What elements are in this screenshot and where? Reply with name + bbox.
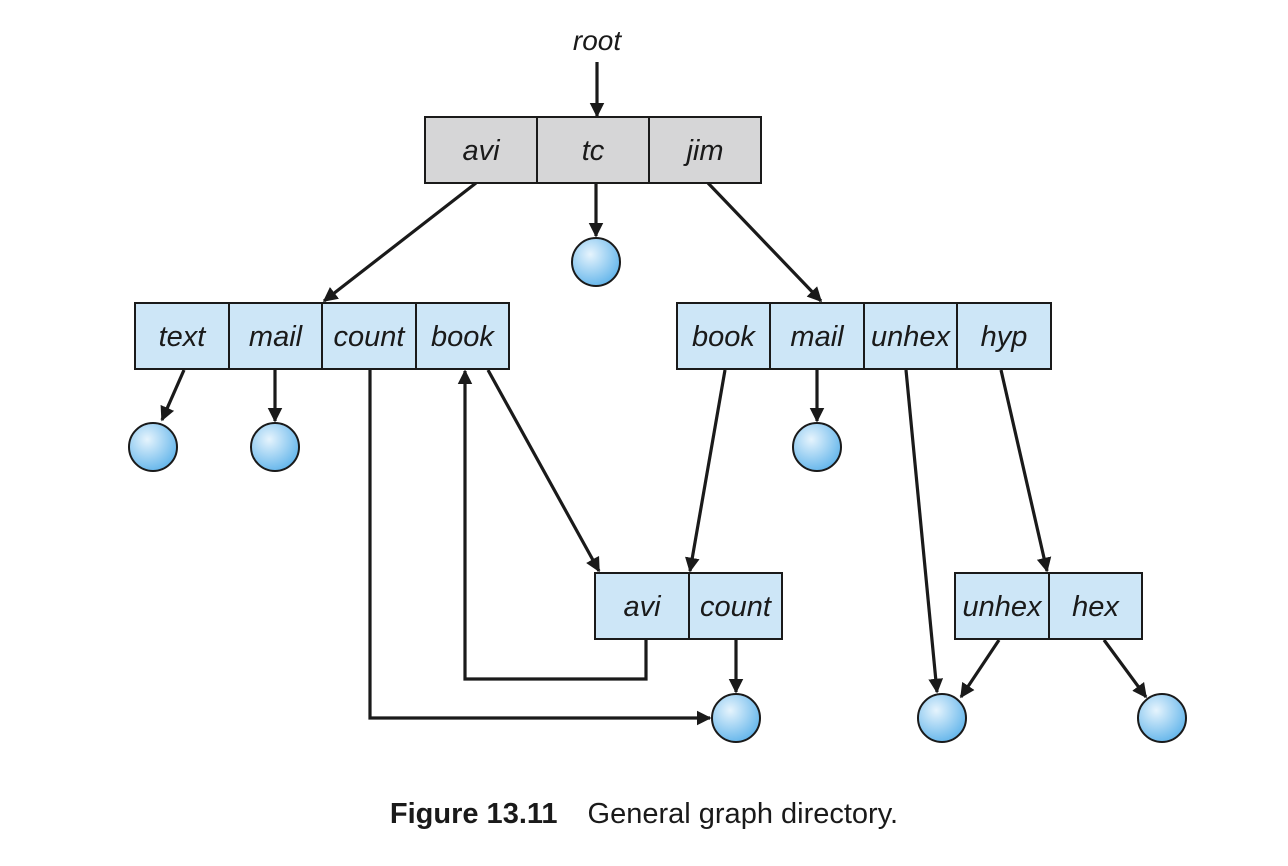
entry-cell-jim-hyp xyxy=(956,302,1052,370)
figure-caption: Figure 13.11 General graph directory. xyxy=(0,798,1288,831)
entry-label-hyp-hex: hex xyxy=(1072,591,1120,623)
file-node-shared-count xyxy=(711,693,761,743)
root-label: root xyxy=(573,25,622,56)
entry-label-jim-mail: mail xyxy=(790,321,845,353)
entry-cell-avi-mail xyxy=(228,302,323,370)
entry-label-root-tc: tc xyxy=(582,135,605,167)
edge-shared-avi-back-to-avi-book xyxy=(457,369,648,681)
edge-avi-book-to-shared-dir xyxy=(486,369,601,573)
entry-label-avi-text: text xyxy=(159,321,208,353)
directory-shared: avi count xyxy=(594,572,783,640)
file-node-hex xyxy=(1137,693,1187,743)
entry-cell-avi-count xyxy=(321,302,417,370)
entry-label-jim-book: book xyxy=(692,321,756,353)
entry-cell-hyp-hex xyxy=(1048,572,1143,640)
directory-hyp: unhex hex xyxy=(954,572,1143,640)
edge-jim-book-to-shared-dir xyxy=(685,369,727,573)
entry-label-avi-book: book xyxy=(431,321,495,353)
edge-root-jim-to-jim-dir xyxy=(706,181,823,303)
entry-label-avi-mail: mail xyxy=(249,321,304,353)
entry-label-shared-avi: avi xyxy=(623,591,662,623)
edges xyxy=(160,62,1148,726)
entry-cell-jim-unhex xyxy=(863,302,958,370)
entry-cell-jim-mail xyxy=(769,302,865,370)
file-node-unhex xyxy=(917,693,967,743)
edge-jim-unhex-to-file xyxy=(904,369,944,694)
edge-root-avi-to-avi-dir xyxy=(322,181,477,303)
edge-jim-hyp-to-hyp-dir xyxy=(999,369,1052,573)
files xyxy=(128,237,1187,743)
entry-label-shared-count: count xyxy=(700,591,773,623)
entry-label-avi-count: count xyxy=(334,321,407,353)
edge-hyp-unhex-to-file xyxy=(959,639,1001,699)
entry-label-root-avi: avi xyxy=(462,135,501,167)
caption-text: General graph directory. xyxy=(587,798,899,830)
entry-cell-hyp-unhex xyxy=(954,572,1050,640)
entry-cell-jim-book xyxy=(676,302,771,370)
entry-label-hyp-unhex: unhex xyxy=(962,591,1043,623)
entry-cell-root-avi xyxy=(424,116,538,184)
directory-jim: book mail unhex hyp xyxy=(676,302,1052,370)
edge-hyp-hex-to-file xyxy=(1102,639,1148,699)
entry-cell-root-jim xyxy=(648,116,762,184)
entry-label-jim-unhex: unhex xyxy=(871,321,952,353)
entry-cell-root-tc xyxy=(536,116,650,184)
directory-root: avi tc jim xyxy=(424,116,762,184)
entry-cell-shared-avi xyxy=(594,572,690,640)
edge-avi-text-to-file xyxy=(160,369,186,422)
entry-cell-avi-book xyxy=(415,302,510,370)
entry-label-root-jim: jim xyxy=(682,135,723,167)
caption-number: Figure 13.11 xyxy=(389,798,558,830)
file-node-avi-mail xyxy=(250,422,300,472)
file-node-avi-text xyxy=(128,422,178,472)
directory-avi: text mail count book xyxy=(134,302,510,370)
entry-cell-shared-count xyxy=(688,572,783,640)
file-node-jim-mail xyxy=(792,422,842,472)
entry-label-jim-hyp: hyp xyxy=(981,321,1028,353)
file-node-tc xyxy=(571,237,621,287)
edge-avi-count-to-shared-file xyxy=(368,370,712,726)
